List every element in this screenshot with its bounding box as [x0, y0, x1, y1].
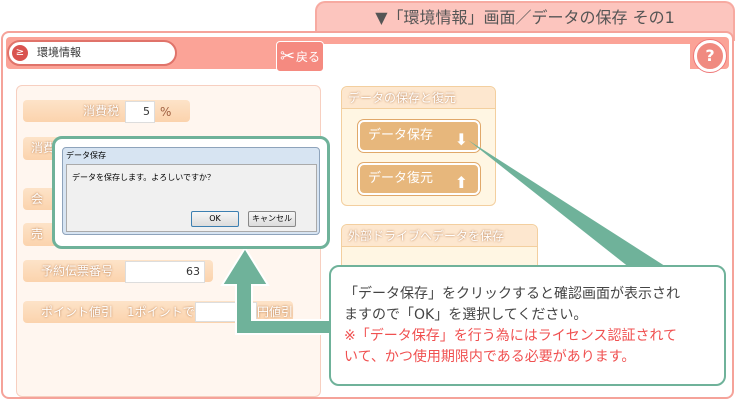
header-spacer [320, 44, 690, 69]
up-arrow-icon [220, 246, 333, 335]
tax-input[interactable]: 5 [125, 101, 155, 123]
row-label: 売 [31, 227, 44, 241]
tax-row: 消費税 5 % [23, 100, 190, 123]
box-title: 外部ドライブへデータを保存 [342, 225, 537, 247]
callout-text: 「データ保存」をクリックすると確認画面が表示され [344, 286, 680, 302]
upload-arrow-icon: ⬆ [454, 173, 468, 192]
download-arrow-icon: ⬇ [454, 130, 468, 149]
dialog-message: データを保存します。よろしいですか？ [72, 173, 215, 182]
reservation-input[interactable]: 63 [125, 261, 205, 283]
row-label: 消費 [31, 141, 56, 155]
scissors-icon: ✂ [280, 46, 296, 67]
cancel-button[interactable]: キャンセル [248, 211, 296, 227]
box-title: データの保存と復元 [342, 87, 495, 109]
reservation-label: 予約伝票番号 [40, 264, 113, 278]
screen-icon: ≥ [12, 45, 28, 61]
point-unit: 円値引 [257, 305, 294, 319]
banner-title: ▼「環境情報」画面／データの保存 その1 [375, 8, 675, 27]
screen-name: 環境情報 [37, 46, 81, 59]
screen-name-pill: 環境情報 [7, 40, 177, 66]
point-label: ポイント値引 [41, 305, 114, 319]
callout-pointer [468, 140, 668, 268]
back-button[interactable]: ✂戻る [276, 41, 324, 72]
reservation-row: 予約伝票番号 63 [23, 260, 213, 283]
callout-note: ※「データ保存」を行う為にはライセンス認証されて [344, 328, 678, 344]
help-icon: ? [705, 46, 715, 65]
data-save-button[interactable]: データ保存 ⬇ [358, 120, 480, 152]
point-sub-label: 1ポイントで [127, 305, 195, 319]
instruction-callout: 「データ保存」をクリックすると確認画面が表示され ますので「OK」を選択してくだ… [329, 265, 726, 386]
dialog-title: データ保存 [66, 151, 106, 160]
row-label: 会 [31, 192, 44, 206]
tax-label: 消費税 [82, 104, 119, 118]
restore-label: データ復元 [368, 171, 434, 186]
back-label: 戻る [295, 50, 320, 64]
help-button[interactable]: ? [694, 40, 726, 72]
save-label: データ保存 [368, 128, 434, 143]
tax-unit: % [160, 105, 172, 119]
data-restore-button[interactable]: データ復元 ⬆ [358, 163, 480, 195]
callout-note: いて、かつ使用期限内である必要があります。 [344, 349, 636, 365]
callout-text: ますので「OK」を選択してください。 [344, 307, 588, 323]
ok-button[interactable]: OK [191, 211, 239, 227]
